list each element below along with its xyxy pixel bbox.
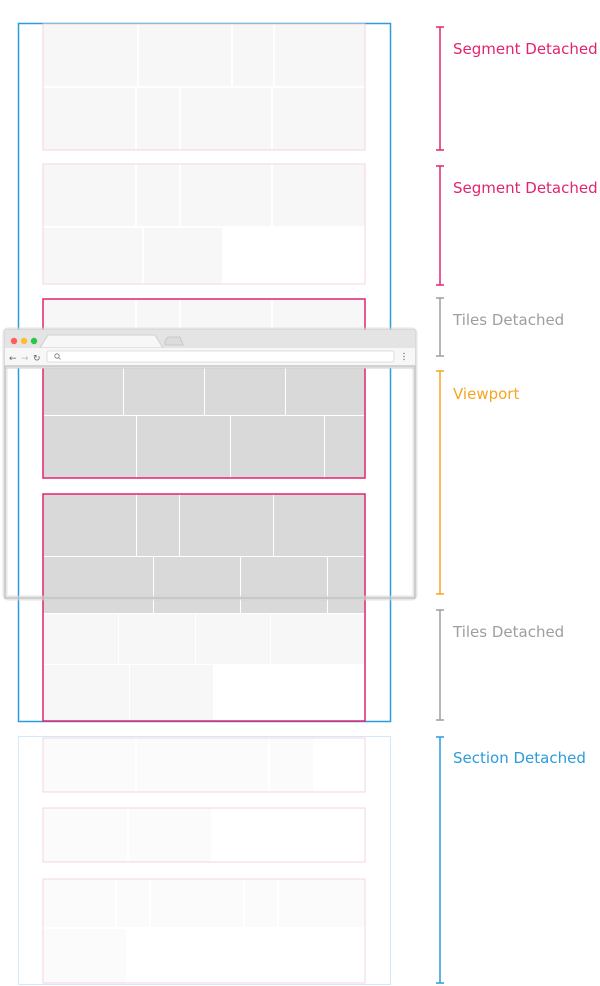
tile-attached [43,368,123,415]
tile [245,879,277,927]
annotation-tiles-detached-bottom: Tiles Detached [436,609,564,721]
tile [144,228,222,284]
tile [270,738,313,792]
tile-attached [124,368,204,415]
tile-attached [205,368,285,415]
browser-tab[interactable] [39,334,164,349]
tile [43,879,115,927]
search-icon [54,353,60,359]
segment-border [42,807,366,863]
segment-4 [42,493,366,722]
tile-attached [43,416,136,478]
segment-border [42,878,366,984]
back-arrow-icon[interactable]: ← [9,354,17,364]
annotation-viewport: Viewport [436,370,519,595]
address-bar[interactable] [46,350,395,363]
segment-border [42,298,366,479]
segment-border [42,163,366,285]
forward-arrow-icon[interactable]: → [21,354,29,364]
tile-attached [43,494,136,556]
tile [43,808,127,862]
tile-attached [231,416,324,478]
segment-detached-label: Segment Detached [453,179,598,197]
segment-3 [42,298,366,479]
tile-attached [328,557,365,613]
tile [43,614,118,664]
close-window-icon[interactable] [10,337,18,345]
tile [273,299,365,329]
tile [233,24,273,86]
maximize-window-icon[interactable] [30,337,38,345]
tile [181,299,271,329]
annotation-segment-detached-2: Segment Detached [436,165,598,286]
tile [273,88,365,150]
segment-2 [42,163,366,285]
tile [43,88,135,150]
tile [279,879,365,927]
tile [137,738,268,792]
detached-section-frame [18,736,391,985]
tile-attached [274,494,365,556]
tile [43,299,135,329]
tile [43,228,142,284]
tile [43,929,126,983]
annotation-section-detached: Section Detached [436,736,586,984]
tile-attached [325,416,365,478]
tile [275,24,365,86]
tile [129,808,211,862]
tile [43,665,129,721]
tile-attached [137,416,230,478]
tile [196,614,270,664]
tile [130,665,213,721]
detached-segment-2 [42,807,366,863]
reload-icon[interactable]: ↻ [33,354,41,364]
new-tab-button[interactable] [164,336,184,346]
minimize-window-icon[interactable] [20,337,28,345]
tile [181,88,271,150]
tile [273,164,365,226]
annotation-segment-detached-1: Segment Detached [436,26,598,151]
segment-border [42,493,366,722]
section-detached-label: Section Detached [453,749,586,767]
tile [137,164,179,226]
tile [119,614,195,664]
tile [43,24,137,86]
tile-attached [241,557,327,613]
tile-attached [154,557,240,613]
tile [137,88,179,150]
tile-attached [137,494,179,556]
browser-viewport-outline [4,365,416,599]
segment-border [42,737,366,793]
tiles-detached-label: Tiles Detached [452,623,564,641]
detached-segment-3 [42,878,366,984]
tile [271,614,365,664]
tile [139,24,231,86]
tile-attached [180,494,273,556]
tile [43,164,135,226]
segment-border [42,23,366,151]
tile-attached [286,368,365,415]
menu-dots-icon[interactable] [403,352,405,355]
tile-attached [43,557,153,613]
tile [137,299,179,329]
tile [117,879,149,927]
tile [151,879,243,927]
segment-detached-label: Segment Detached [453,40,598,58]
browser-window: ← → ↻ [2,327,418,601]
annotation-tiles-detached-top: Tiles Detached [436,297,564,357]
viewport-label: Viewport [453,385,519,403]
detached-segment-1 [42,737,366,793]
tile [43,738,135,792]
tiles-detached-label: Tiles Detached [452,311,564,329]
segment-1 [42,23,366,151]
tile [181,164,271,226]
